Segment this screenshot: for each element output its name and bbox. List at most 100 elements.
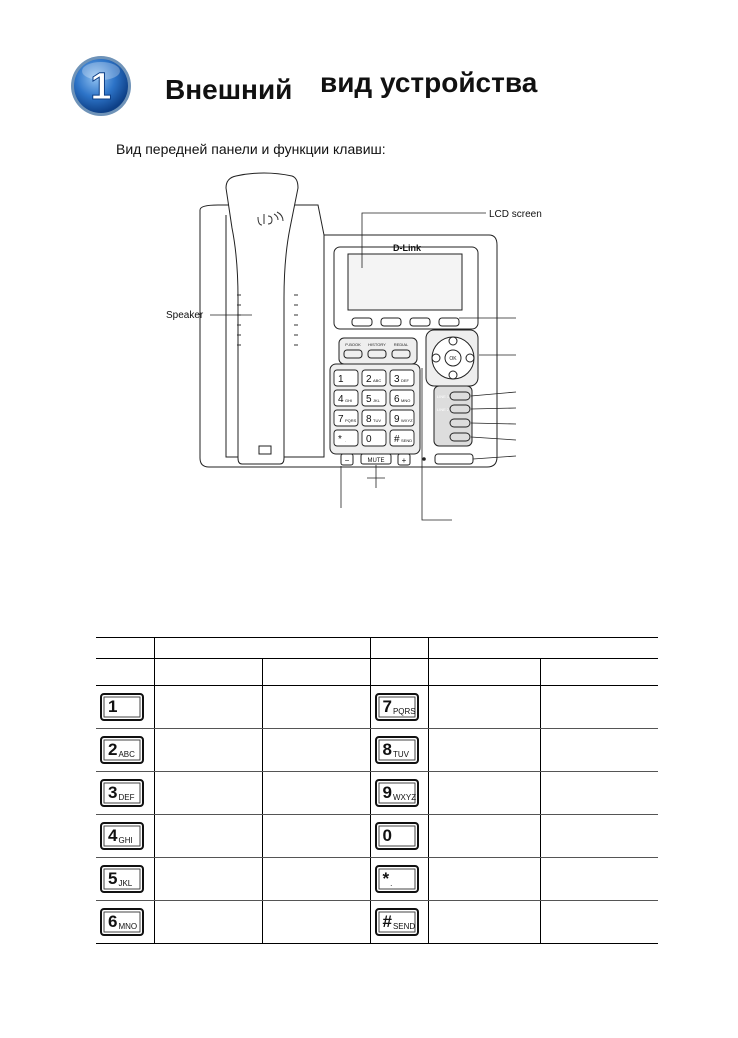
dialpad-key-letters: MNO bbox=[401, 398, 410, 403]
lcd-screen bbox=[347, 253, 463, 311]
table-cell bbox=[154, 814, 263, 858]
table-header-cell bbox=[370, 637, 429, 659]
line-1-key bbox=[449, 391, 471, 401]
dialpad-key-letters: JKL bbox=[373, 398, 381, 403]
table-cell bbox=[540, 857, 658, 901]
table-cell bbox=[428, 685, 541, 729]
dialpad-key bbox=[389, 369, 415, 387]
dialpad-key-digit: 5 bbox=[366, 394, 372, 405]
table-subheader-cell bbox=[154, 658, 263, 686]
key-letters: JKL bbox=[118, 879, 133, 888]
table-cell bbox=[428, 857, 541, 901]
dialpad-key bbox=[333, 429, 359, 447]
key-letters: TUV bbox=[392, 750, 409, 759]
line-keys-panel bbox=[433, 385, 473, 447]
dialpad-key bbox=[361, 389, 387, 407]
table-cell bbox=[540, 728, 658, 772]
key-icon-cell: 0 bbox=[370, 814, 429, 858]
redial-key-label: REDIAL bbox=[394, 342, 409, 347]
dialpad-key bbox=[361, 409, 387, 427]
key-letters: ABC bbox=[118, 750, 135, 759]
table-cell bbox=[154, 857, 263, 901]
keypad-key-icon: 0 bbox=[374, 822, 419, 850]
brand-logo-text: D-Link bbox=[393, 243, 422, 253]
keypad-key-icon: 1 bbox=[100, 693, 144, 721]
volume-up-label: + bbox=[402, 456, 407, 465]
key-icon-cell: *. bbox=[370, 857, 429, 901]
handset-speaker-slits bbox=[237, 294, 298, 346]
mute-key-label: MUTE bbox=[368, 458, 385, 464]
table-cell bbox=[428, 900, 541, 944]
page-title-part1: Внешний bbox=[165, 74, 293, 105]
soft-key-3 bbox=[409, 317, 431, 327]
dialpad-key bbox=[333, 409, 359, 427]
voicemail-key bbox=[449, 418, 471, 428]
key-letters: DEF bbox=[118, 793, 135, 802]
page-title-part2: вид устройства bbox=[320, 67, 538, 98]
dialpad-key-digit: 4 bbox=[338, 394, 344, 405]
key-letters: PQRS bbox=[392, 707, 416, 716]
table-header-cell bbox=[428, 637, 658, 659]
key-digit: 3 bbox=[108, 783, 118, 802]
table-cell bbox=[262, 900, 371, 944]
dialpad-key-letters: ABC bbox=[373, 378, 381, 383]
dialpad-key bbox=[361, 369, 387, 387]
key-digit: 4 bbox=[108, 826, 118, 845]
dialpad-key bbox=[333, 389, 359, 407]
dialpad-key-digit: 8 bbox=[366, 414, 372, 425]
table-header-cell bbox=[154, 637, 371, 659]
key-digit: 7 bbox=[382, 697, 392, 716]
key-letters: SEND bbox=[392, 922, 416, 931]
key-letters: MNO bbox=[118, 922, 138, 931]
dialpad-key-letters: . bbox=[345, 438, 346, 443]
table-header-cell bbox=[96, 637, 155, 659]
dialpad-key-digit: * bbox=[338, 434, 342, 445]
table-cell bbox=[262, 771, 371, 815]
step-number-badge: 1 bbox=[71, 56, 131, 116]
key-letters: WXYZ bbox=[392, 793, 417, 802]
nav-ok-button bbox=[444, 349, 462, 367]
key-letters: GHI bbox=[118, 836, 133, 845]
table-subheader-cell bbox=[428, 658, 541, 686]
table-subheader-cell bbox=[262, 658, 371, 686]
key-digit: 5 bbox=[108, 869, 118, 888]
dialpad-key-letters: DEF bbox=[401, 378, 410, 383]
nav-ok-label: OK bbox=[449, 356, 457, 362]
table-cell bbox=[262, 814, 371, 858]
key-letters: . bbox=[390, 879, 393, 888]
line-2-key-label: LINE 2 bbox=[437, 407, 450, 412]
soft-key-4 bbox=[438, 317, 460, 327]
dialpad-key bbox=[389, 389, 415, 407]
dialpad-key bbox=[389, 429, 415, 447]
table-cell bbox=[540, 814, 658, 858]
handset-logo-icon bbox=[257, 211, 284, 226]
line-2-key bbox=[449, 404, 471, 414]
table-cell bbox=[428, 728, 541, 772]
redial-key bbox=[391, 349, 411, 359]
table-subheader-cell bbox=[540, 658, 658, 686]
dialpad-key-digit: 3 bbox=[394, 374, 400, 385]
table-cell bbox=[262, 685, 371, 729]
lcd-screen-label: LCD screen bbox=[489, 209, 542, 220]
page-subtitle: Вид передней панели и функции клавиш: bbox=[116, 141, 386, 157]
dialpad-key bbox=[389, 409, 415, 427]
lcd-bezel bbox=[333, 246, 479, 330]
key-digit: 0 bbox=[382, 826, 392, 845]
table-cell bbox=[154, 685, 263, 729]
key-digit: 6 bbox=[108, 912, 118, 931]
table-subheader-cell bbox=[96, 658, 155, 686]
table-cell bbox=[154, 771, 263, 815]
dialpad-key-digit: 7 bbox=[338, 414, 344, 425]
